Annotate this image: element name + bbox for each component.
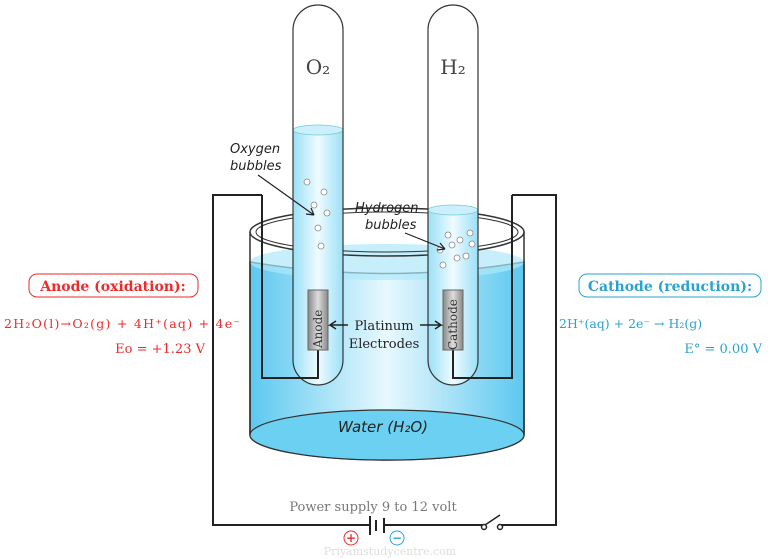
cathode-electrode-label: Cathode <box>446 299 460 350</box>
switch-icon[interactable] <box>480 514 504 531</box>
oxygen-bubbles-label-1: Oxygen <box>230 142 280 157</box>
power-supply-label: Power supply 9 to 12 volt <box>289 500 457 515</box>
cathode-title-box <box>578 273 762 298</box>
oxygen-arrow <box>257 174 315 216</box>
hydrogen-bubbles-label-2: bubbles <box>365 218 417 233</box>
svg-text:−: − <box>392 531 402 545</box>
cathode-title: Cathode (reduction): <box>588 279 752 295</box>
oxygen-tube-label: O₂ <box>306 55 330 79</box>
hydrogen-arrow <box>404 232 446 251</box>
anode-electrode-label: Anode <box>311 310 325 349</box>
battery-icon <box>369 516 385 535</box>
anode-title: Anode (oxidation): <box>39 279 186 295</box>
cathode-potential: E° = 0.00 V <box>684 342 762 357</box>
oxygen-bubbles-label-2: bubbles <box>230 159 282 174</box>
anode-electrode <box>307 289 329 351</box>
anode-equation: 2H₂O(l)→O₂(g) + 4H⁺(aq) + 4e⁻ <box>4 316 240 331</box>
platinum-arrows <box>327 320 444 330</box>
hydrogen-bubbles <box>436 229 476 269</box>
cathode-equation: 2H⁺(aq) + 2e⁻ → H₂(g) <box>559 316 702 331</box>
wire-right <box>500 194 557 526</box>
oxygen-tube <box>292 4 344 386</box>
watermark: Priyamstudycentre.com <box>324 545 457 558</box>
platinum-label-2: Electrodes <box>349 337 420 352</box>
anode-wire <box>261 195 319 379</box>
oxygen-bubbles <box>303 178 331 250</box>
positive-terminal-icon: + <box>343 530 359 546</box>
hydrogen-tube-label: H₂ <box>440 55 465 79</box>
negative-terminal-icon: − <box>389 530 405 546</box>
anode-title-box <box>28 273 199 298</box>
hydrogen-bubbles-label-1: Hydrogen <box>355 201 419 216</box>
svg-text:+: + <box>346 531 356 545</box>
cathode-wire <box>452 195 513 379</box>
wire-left <box>212 194 370 526</box>
water-label: Water (H₂O) <box>338 418 428 436</box>
anode-potential: Eo = +1.23 V <box>115 342 205 357</box>
platinum-label-1: Platinum <box>354 319 413 334</box>
cathode-electrode <box>442 289 464 351</box>
